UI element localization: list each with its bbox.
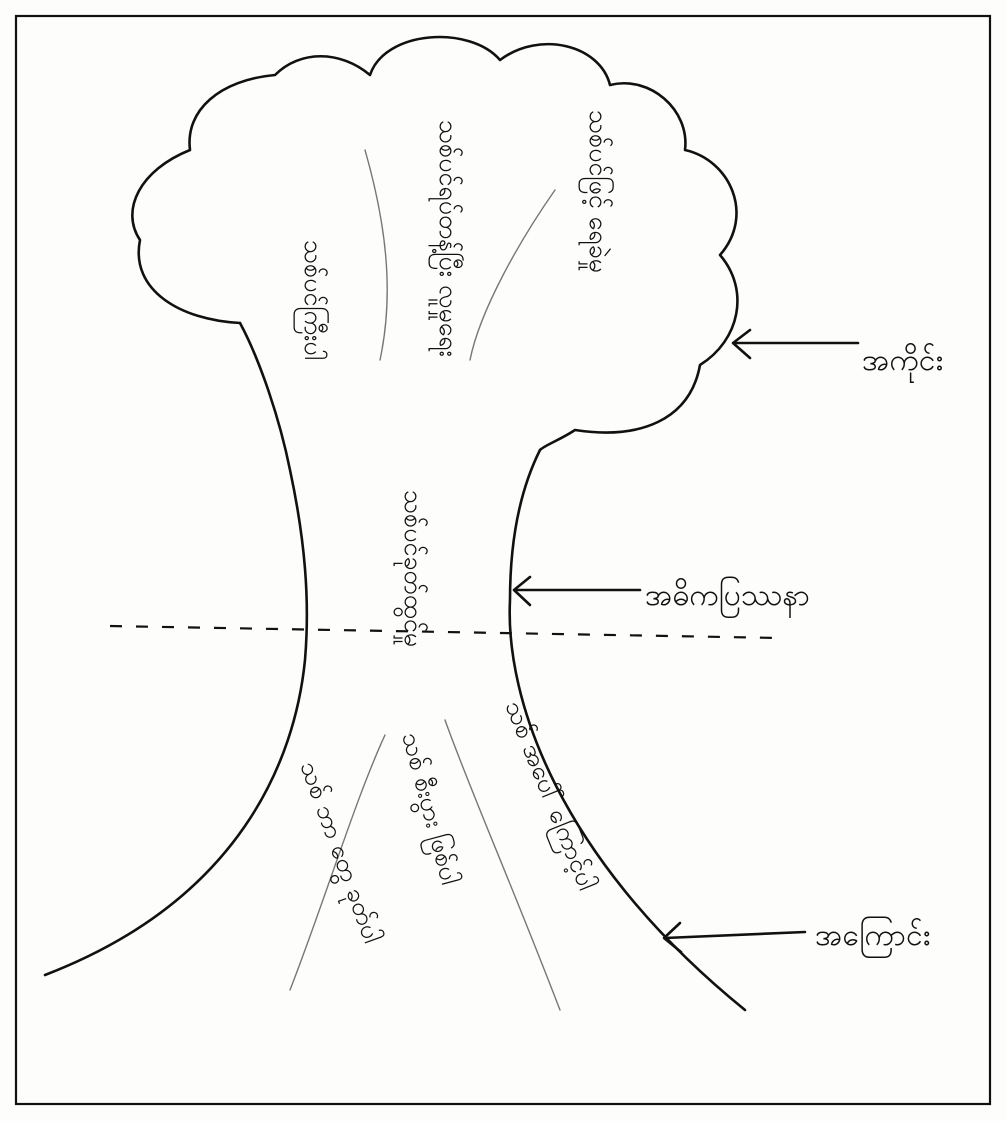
- trunk-right-edge: [510, 450, 745, 1010]
- crown-label: အကိုင်း: [862, 343, 943, 384]
- trunk-note: သစ်ပင်ခုတ်ထွင်မှု: [393, 490, 428, 647]
- root-note-3: သစ် အပေါ် ကြောင့်ပါ: [495, 696, 603, 896]
- root-note-2: သစ် စီးပွား ဖြစ်ပါ: [390, 729, 465, 890]
- crown-note-3: သစ်ပင်ကြီးပါ: [294, 240, 329, 360]
- ground-dashed-line: [110, 626, 780, 638]
- crown-note-1: သစ်ပင်ဖြင့် ရေခဲမှု: [579, 110, 614, 273]
- crown-divider-left: [365, 150, 387, 360]
- crown-divider-right: [470, 190, 555, 360]
- root-note-1: သစ် ဘာ တွေ ခုတ်ပါ: [289, 757, 387, 949]
- roots-arrow-line: [665, 932, 805, 938]
- trunk-left-edge: [45, 323, 307, 975]
- roots-label: အကြောင်း: [815, 916, 930, 959]
- trunk-label: အဓိကပြဿနာ: [645, 576, 810, 619]
- crown-note-2: သစ်ပင်ရပ်တန့်ပြီး လူမှုရေး: [429, 120, 464, 357]
